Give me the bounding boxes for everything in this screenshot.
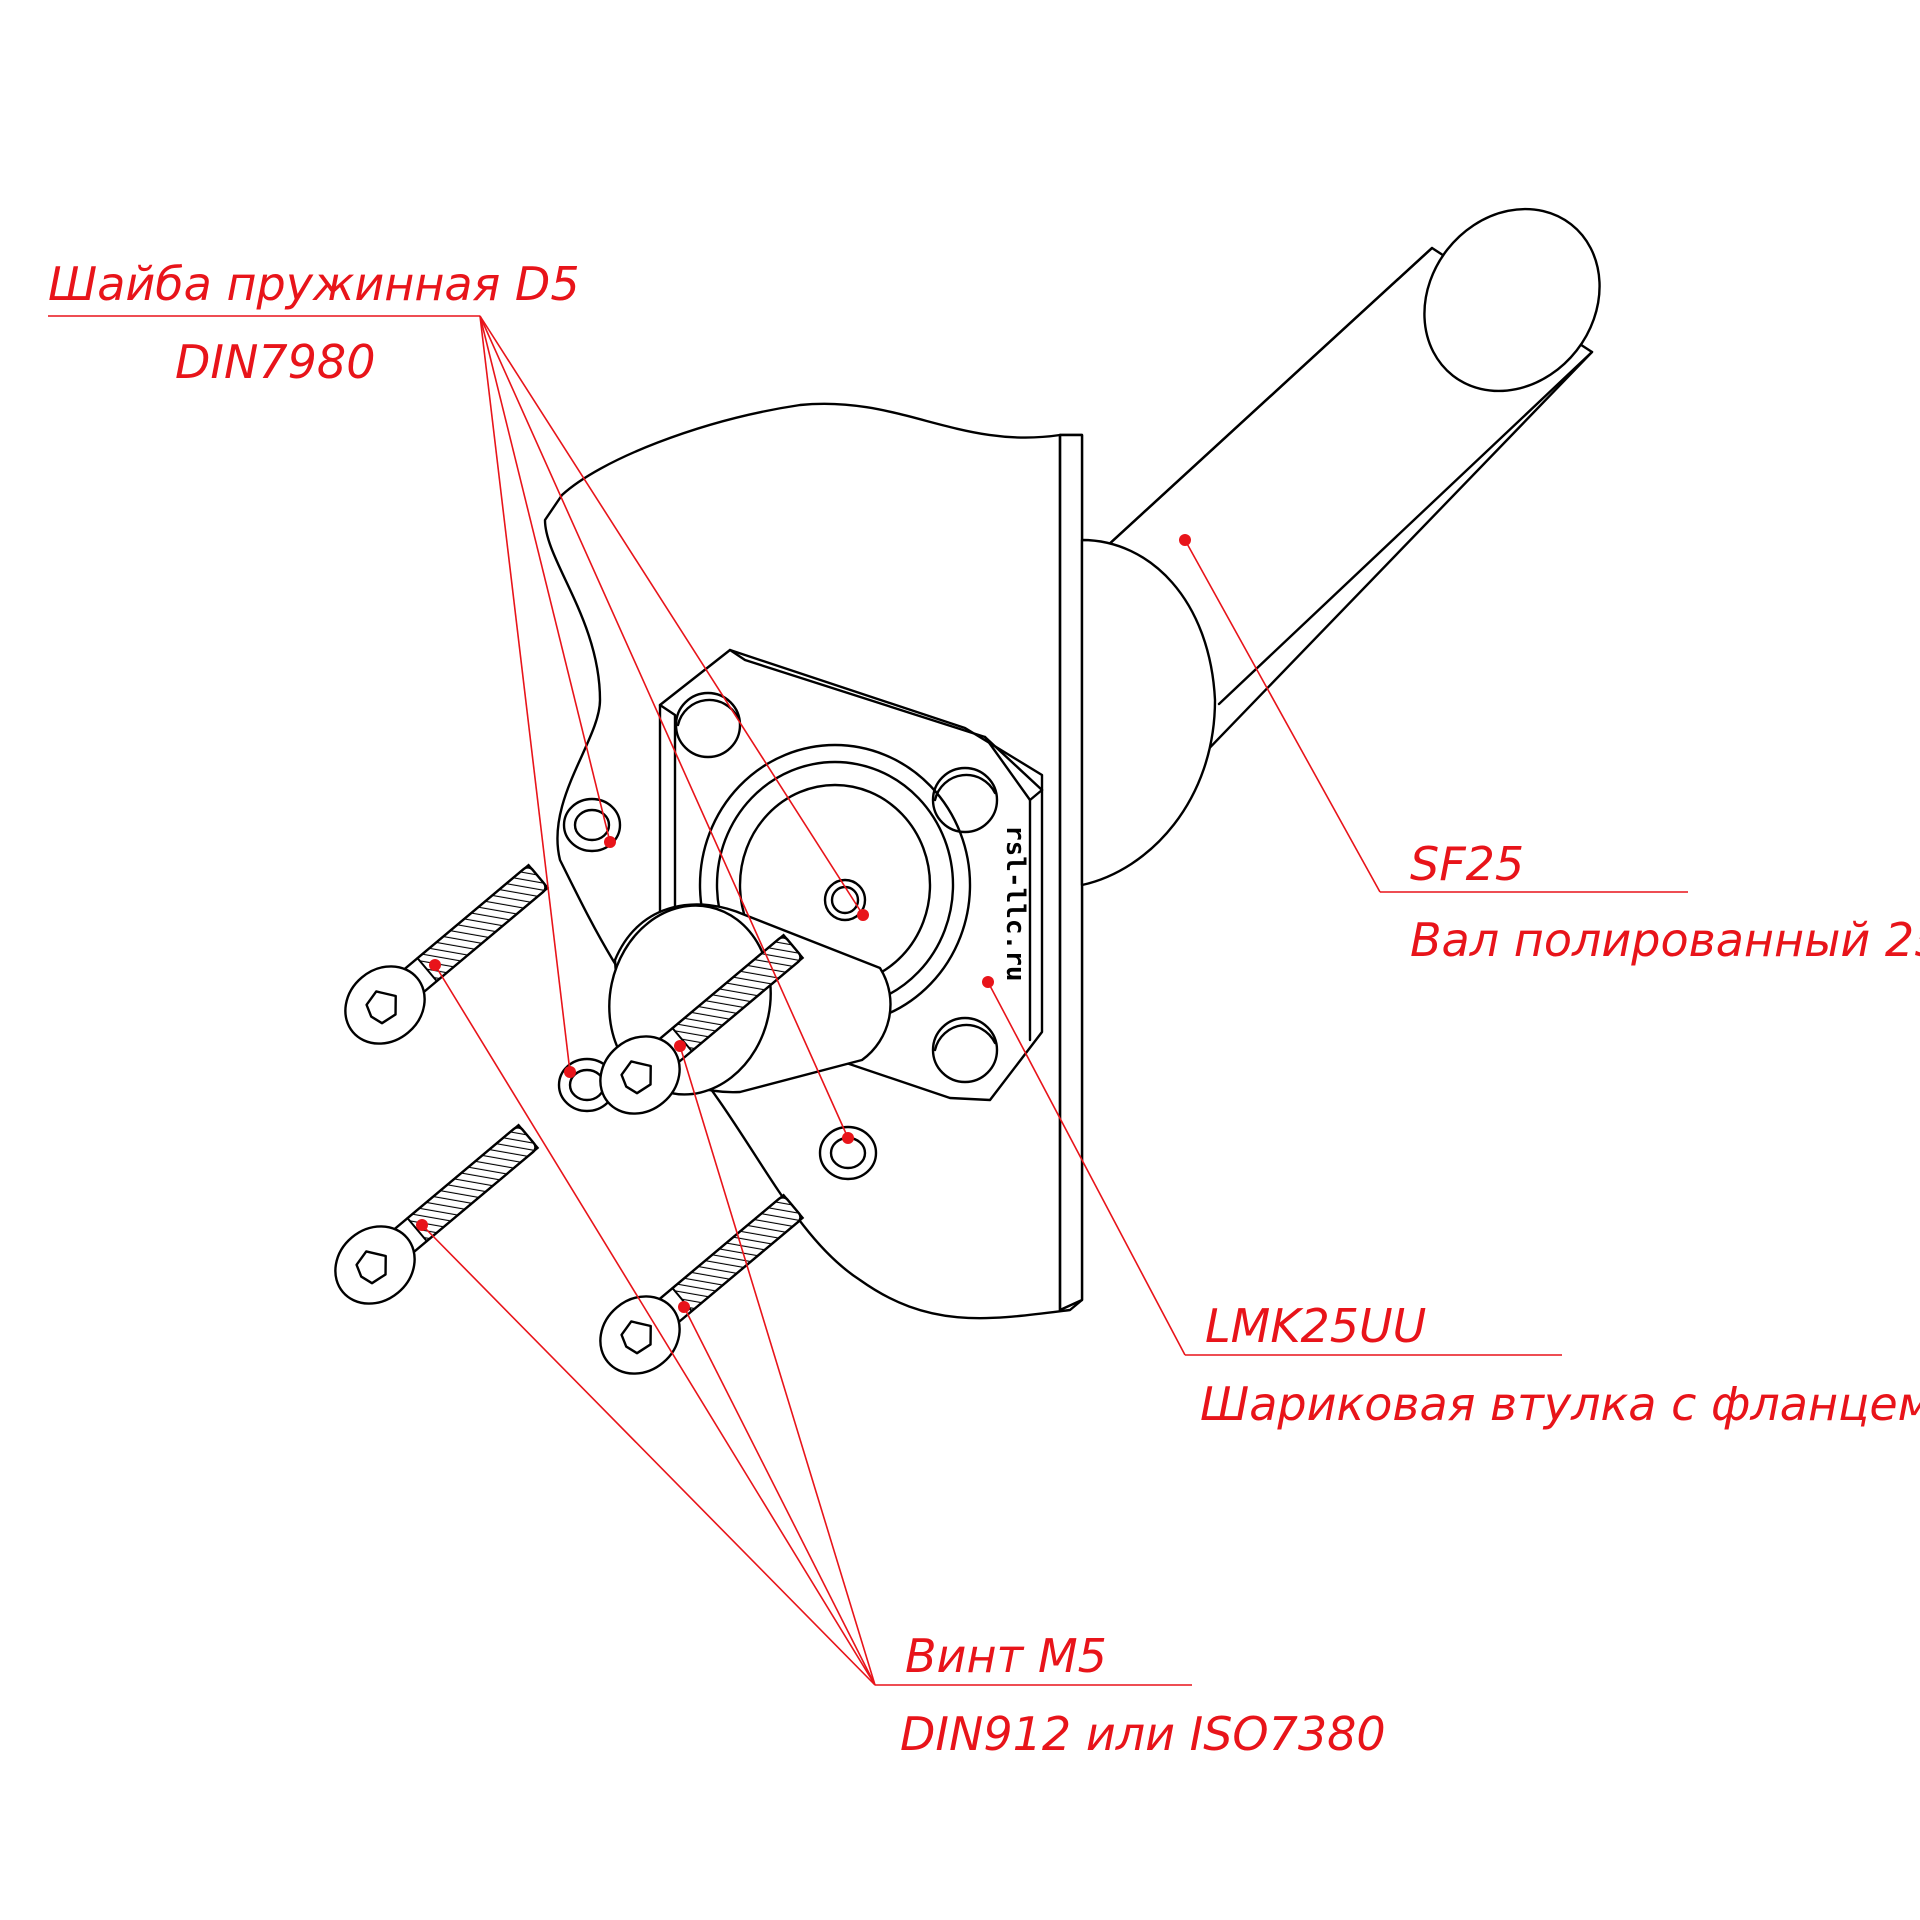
washer-label-name: Шайба пружинная D5	[48, 257, 580, 311]
screw-leaders	[416, 959, 1192, 1686]
flange-marking: rsl-llc.ru	[1000, 825, 1030, 982]
bushing-label-description: Шариковая втулка с фланцем	[1200, 1377, 1920, 1431]
bushing-label-code: LMK25UU	[1205, 1299, 1426, 1353]
bushing-leader	[982, 976, 1562, 1356]
washer-leaders	[48, 315, 869, 1144]
screw-label-name: Винт М5	[905, 1629, 1107, 1683]
screw-4	[599, 1193, 805, 1375]
shaft-label-description: Вал полированный 25 мм	[1410, 913, 1920, 967]
screw-2	[334, 1123, 540, 1305]
washer-label-standard: DIN7980	[175, 335, 375, 389]
screw-label-standard: DIN912 или ISO7380	[900, 1707, 1386, 1761]
shaft-leader	[1179, 534, 1688, 893]
shaft-rear-section	[1080, 538, 1217, 887]
shaft-label-code: SF25	[1410, 837, 1524, 891]
screw-1	[344, 863, 550, 1045]
